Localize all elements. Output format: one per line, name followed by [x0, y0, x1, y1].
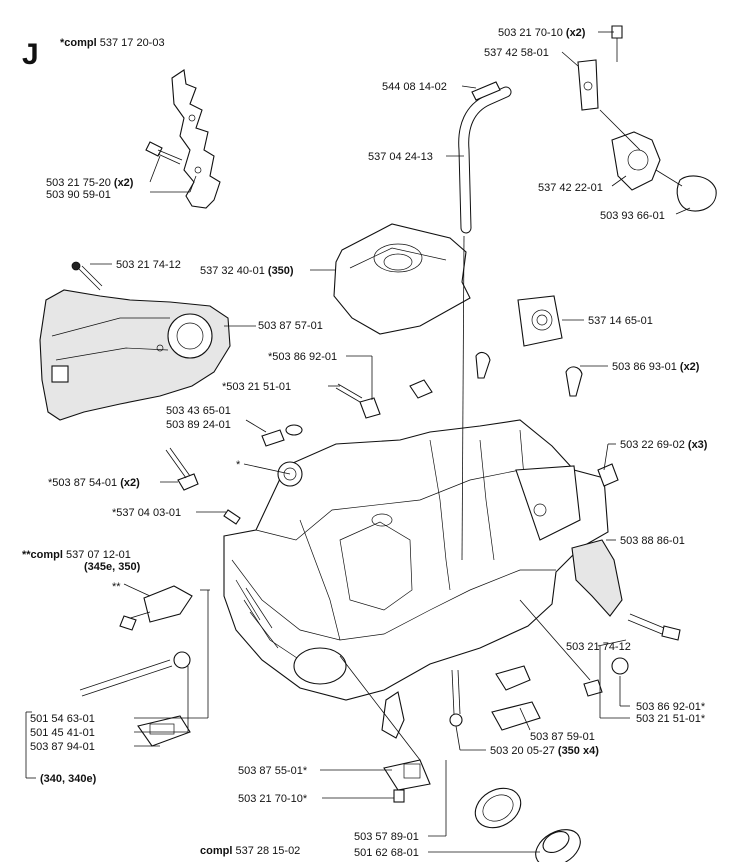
label-503-86-93-01: 503 86 93-01 (x2) — [612, 361, 700, 373]
small-screw-drawing — [393, 789, 405, 803]
label-537-42-22-01: 537 42 22-01 — [538, 182, 603, 194]
pin-drawing — [223, 509, 241, 525]
label-544-08-14-02: 544 08 14-02 — [382, 81, 447, 93]
label-503-21-70-10: 503 21 70-10 (x2) — [498, 27, 586, 39]
label-537-14-65-01: 537 14 65-01 — [588, 315, 653, 327]
oil-pump-drawing — [383, 759, 431, 791]
cover-screw-drawing — [71, 261, 103, 291]
label-503-87-55-01: 503 87 55-01* — [238, 765, 308, 777]
label-503-89-24-01: 503 89 24-01 — [166, 419, 231, 431]
section-letter: J — [22, 38, 39, 71]
label-503-21-51-01-right: 503 21 51-01* — [636, 713, 706, 725]
label-double-star-marker: ** — [112, 581, 121, 593]
leader-lines — [25, 31, 691, 853]
seal-ring-drawing — [474, 787, 522, 829]
label-537-04-03-01: *537 04 03-01 — [112, 507, 181, 519]
intake-boot-drawing — [517, 295, 563, 347]
label-503-87-94-01: 503 87 94-01 — [30, 741, 95, 753]
chain-catcher-drawing — [137, 715, 191, 747]
label-503-87-59-01: 503 87 59-01 — [530, 731, 595, 743]
hose-tube-drawing — [471, 81, 501, 101]
label-503-21-70-10-star: 503 21 70-10* — [238, 793, 308, 805]
label-star-marker: * — [236, 459, 241, 471]
oil-cap-drawing — [535, 829, 581, 867]
bracket-drawing — [491, 665, 541, 731]
label-503-87-57-01: 503 87 57-01 — [258, 320, 323, 332]
label-537-04-24-13: 537 04 24-13 — [368, 151, 433, 163]
label-503-93-66-01: 503 93 66-01 — [600, 210, 665, 222]
bolt-right-drawing — [627, 613, 681, 641]
primer-pump-drawing — [577, 59, 717, 212]
label-503-88-86-01: 503 88 86-01 — [620, 535, 685, 547]
spring-drawing — [381, 691, 405, 739]
crankcase-drawing — [223, 419, 609, 701]
label-503-21-74-12-right: 503 21 74-12 — [566, 641, 631, 653]
washer-pair-drawing — [261, 424, 303, 447]
label-503-21-51-01-star: *503 21 51-01 — [222, 381, 291, 393]
clip-right-drawing — [597, 463, 619, 487]
label-340-340e: (340, 340e) — [40, 773, 97, 785]
label-501-45-41-01: 501 45 41-01 — [30, 727, 95, 739]
bolt-bottom-drawing — [449, 669, 463, 727]
label-503-57-89-01: 503 57 89-01 — [354, 831, 419, 843]
grommet-drawing — [409, 351, 583, 399]
label-537-42-58-01: 537 42 58-01 — [484, 47, 549, 59]
adjust-screw-drawing — [79, 651, 191, 697]
label-503-86-92-01-star: *503 86 92-01 — [268, 351, 337, 363]
header-assembly: *compl 537 17 20-03 — [60, 37, 165, 49]
primer-screw-drawing — [611, 25, 623, 62]
label-345e-350: (345e, 350) — [84, 561, 141, 573]
fuel-hose-drawing — [458, 86, 512, 234]
plug-cap-drawing — [335, 383, 381, 419]
heat-shield-drawing — [571, 539, 623, 617]
label-503-87-54-01: *503 87 54-01 (x2) — [48, 477, 140, 489]
label-503-21-74-12-top: 503 21 74-12 — [116, 259, 181, 271]
label-503-86-92-01-right: 503 86 92-01* — [636, 701, 706, 713]
clutch-cover-drawing — [39, 289, 231, 421]
cylinder-cover-drawing — [333, 223, 471, 335]
spike-bumper-drawing — [171, 69, 221, 209]
chain-tensioner-drawing — [119, 585, 193, 631]
label-537-07-12-01: **compl 537 07 12-01 — [22, 549, 131, 561]
bumper-screw-drawing — [145, 141, 183, 165]
label-503-20-05-27: 503 20 05-27 (350 x4) — [490, 745, 599, 757]
label-503-21-75-20: 503 21 75-20 (x2) — [46, 177, 134, 189]
label-537-32-40-01: 537 32 40-01 (350) — [200, 265, 294, 277]
label-503-43-65-01: 503 43 65-01 — [166, 405, 231, 417]
bolt-left-drawing — [165, 447, 199, 491]
label-503-90-59-01: 503 90 59-01 — [46, 189, 111, 201]
label-501-62-68-01: 501 62 68-01 — [354, 847, 419, 859]
label-503-22-69-02: 503 22 69-02 (x3) — [620, 439, 708, 451]
label-537-28-15-02: compl 537 28 15-02 — [200, 845, 300, 857]
plug-right-drawing — [583, 657, 629, 697]
label-501-54-63-01: 501 54 63-01 — [30, 713, 95, 725]
